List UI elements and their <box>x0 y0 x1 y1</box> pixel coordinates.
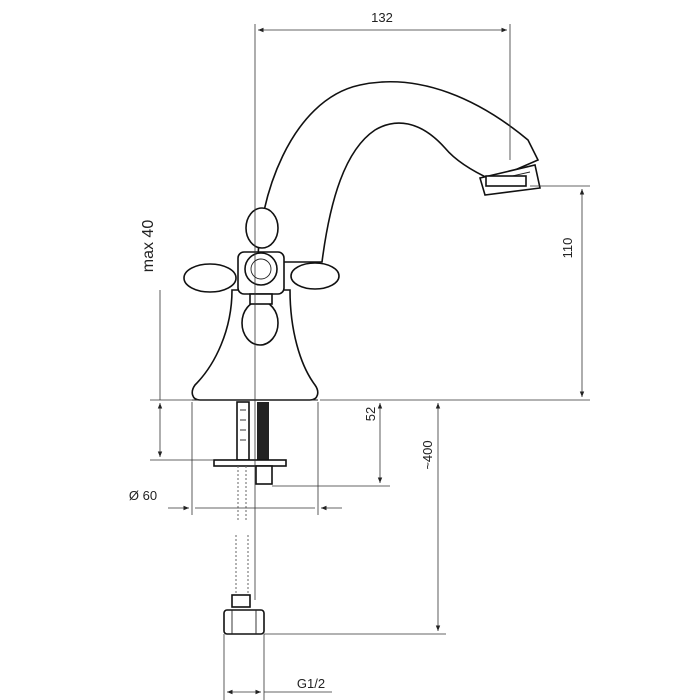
dimension-spout-height: 110 <box>320 185 590 401</box>
dimension-thread: G1/2 <box>223 634 332 700</box>
label-base-diameter: Ø 60 <box>129 488 157 503</box>
dimension-max-deck: max 40 <box>140 220 214 461</box>
dimension-shank: 52 <box>272 403 390 487</box>
label-shank: 52 <box>363 407 378 421</box>
spout <box>257 81 541 263</box>
label-spout-height: 110 <box>560 238 575 259</box>
label-max-deck: max 40 <box>140 220 157 273</box>
dimension-hose: ~400 <box>264 403 446 635</box>
dimension-spout-reach: 132 <box>254 10 511 600</box>
cross-handle <box>183 207 340 346</box>
flexible-hose <box>223 466 265 635</box>
label-thread: G1/2 <box>297 676 325 691</box>
label-hose: ~400 <box>420 440 435 469</box>
label-spout-reach: 132 <box>371 10 393 25</box>
dimension-base-diameter: Ø 60 <box>129 402 342 515</box>
mounting-shank <box>213 401 287 485</box>
